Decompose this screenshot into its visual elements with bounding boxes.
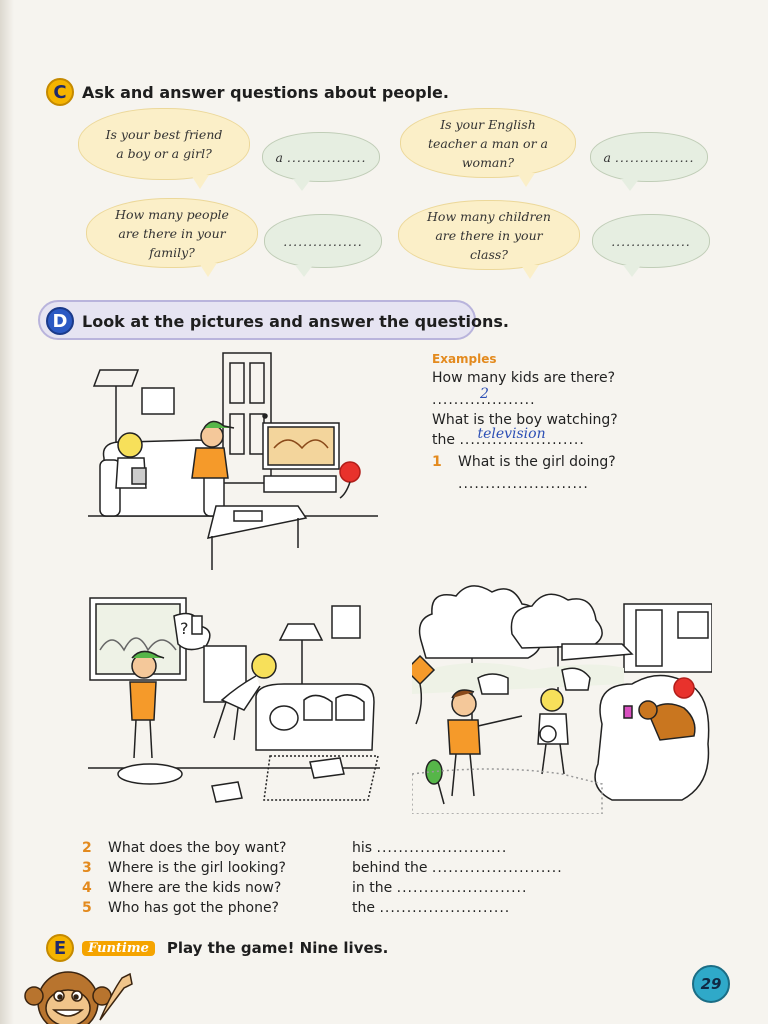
svg-text:?: ? — [180, 619, 189, 638]
example-2-prefix: the — [432, 432, 455, 448]
answer-bubble-1-prefix: a — [275, 149, 283, 165]
question-4-prefix: in the — [352, 880, 393, 896]
example-2-question: What is the boy watching? — [432, 412, 618, 428]
question-bubble-1-text: Is your best friend a boy or a girl? — [105, 127, 223, 161]
garden-park-illustration — [412, 585, 712, 814]
answer-bubble-1[interactable]: a ................ — [262, 132, 380, 191]
monkey-mascot-icon — [24, 971, 133, 1024]
question-bubble-4-text: How many children are there in your clas… — [427, 208, 551, 262]
page-spine-shadow — [0, 0, 14, 1024]
living-room-tv-illustration — [88, 352, 378, 570]
question-5-prefix: the — [352, 900, 375, 916]
question-bubble-1: Is your best friend a boy or a girl? — [78, 108, 250, 189]
question-2-prefix: his — [352, 840, 373, 856]
section-d-letter: D — [46, 307, 74, 335]
question-3-answer-line[interactable]: behind the ........................ — [352, 860, 563, 876]
example-1-answer-line: ................... 2 — [432, 386, 536, 408]
question-bubble-4: How many children are there in your clas… — [398, 200, 580, 279]
question-4: 4 Where are the kids now? — [82, 880, 281, 896]
question-3-text: Where is the girl looking? — [108, 860, 286, 876]
question-1-number: 1 — [432, 454, 442, 470]
question-3: 3 Where is the girl looking? — [82, 860, 286, 876]
question-3-number: 3 — [82, 860, 92, 876]
section-e-letter: E — [46, 934, 74, 962]
section-d-pill — [38, 300, 476, 340]
question-5-text: Who has got the phone? — [108, 900, 279, 916]
section-c-letter: C — [46, 78, 74, 106]
answer-bubble-3[interactable]: ................ — [264, 214, 382, 277]
living-room-search-illustration: ? — [88, 597, 380, 803]
question-2-number: 2 — [82, 840, 92, 856]
answer-bubble-2-blank[interactable]: ................ — [614, 149, 695, 165]
question-4-text: Where are the kids now? — [108, 880, 282, 896]
answer-bubble-3-blank[interactable]: ................ — [283, 233, 363, 249]
question-2: 2 What does the boy want? — [82, 840, 286, 856]
question-4-blank[interactable]: ........................ — [396, 880, 528, 896]
question-2-answer-line[interactable]: his ........................ — [352, 840, 507, 856]
example-2-blank: ....................... — [459, 432, 585, 448]
page-number-badge: 29 — [692, 965, 730, 1003]
question-3-prefix: behind the — [352, 860, 428, 876]
question-5-blank[interactable]: ........................ — [379, 900, 511, 916]
example-2-answer-line: the ....................... television — [432, 426, 585, 448]
answer-bubble-4-blank[interactable]: ................ — [611, 233, 691, 249]
answer-bubble-2-prefix: a — [603, 149, 611, 165]
section-d-title: Look at the pictures and answer the ques… — [82, 311, 509, 331]
examples-label: Examples — [432, 352, 497, 366]
question-bubble-2-text: Is your English teacher a man or a woman… — [428, 116, 548, 170]
section-c-header: C Ask and answer questions about people. — [46, 78, 449, 106]
question-4-answer-line[interactable]: in the ........................ — [352, 880, 527, 896]
question-1-text: What is the girl doing? — [458, 454, 616, 470]
question-2-text: What does the boy want? — [108, 840, 287, 856]
answer-bubble-4[interactable]: ................ — [592, 214, 710, 277]
answer-bubble-1-blank[interactable]: ................ — [286, 149, 367, 165]
question-5-answer-line[interactable]: the ........................ — [352, 900, 510, 916]
example-1-question: How many kids are there? — [432, 370, 616, 386]
question-1-blank[interactable]: ........................ — [458, 476, 589, 492]
example-1-answer: 2 — [480, 386, 489, 402]
question-4-number: 4 — [82, 880, 92, 896]
section-d-header: D Look at the pictures and answer the qu… — [46, 307, 509, 335]
section-c-title: Ask and answer questions about people. — [82, 82, 449, 102]
funtime-badge: Funtime — [82, 940, 155, 956]
section-e-header: E Funtime Play the game! Nine lives. — [46, 934, 388, 962]
question-2-blank[interactable]: ........................ — [376, 840, 508, 856]
question-bubble-2: Is your English teacher a man or a woman… — [400, 108, 576, 187]
question-bubble-3: How many people are there in your family… — [86, 198, 258, 277]
example-2-answer: television — [477, 426, 546, 442]
answer-bubble-2[interactable]: a ................ — [590, 132, 708, 191]
question-5-number: 5 — [82, 900, 92, 916]
question-bubble-3-text: How many people are there in your family… — [115, 206, 229, 260]
question-5: 5 Who has got the phone? — [82, 900, 279, 916]
question-1: 1 What is the girl doing? — [432, 454, 616, 470]
question-1-answer-line[interactable]: ........................ — [458, 476, 589, 492]
section-e-title: Play the game! Nine lives. — [166, 939, 389, 957]
example-1-blank: ................... — [432, 392, 536, 408]
question-3-blank[interactable]: ........................ — [431, 860, 563, 876]
